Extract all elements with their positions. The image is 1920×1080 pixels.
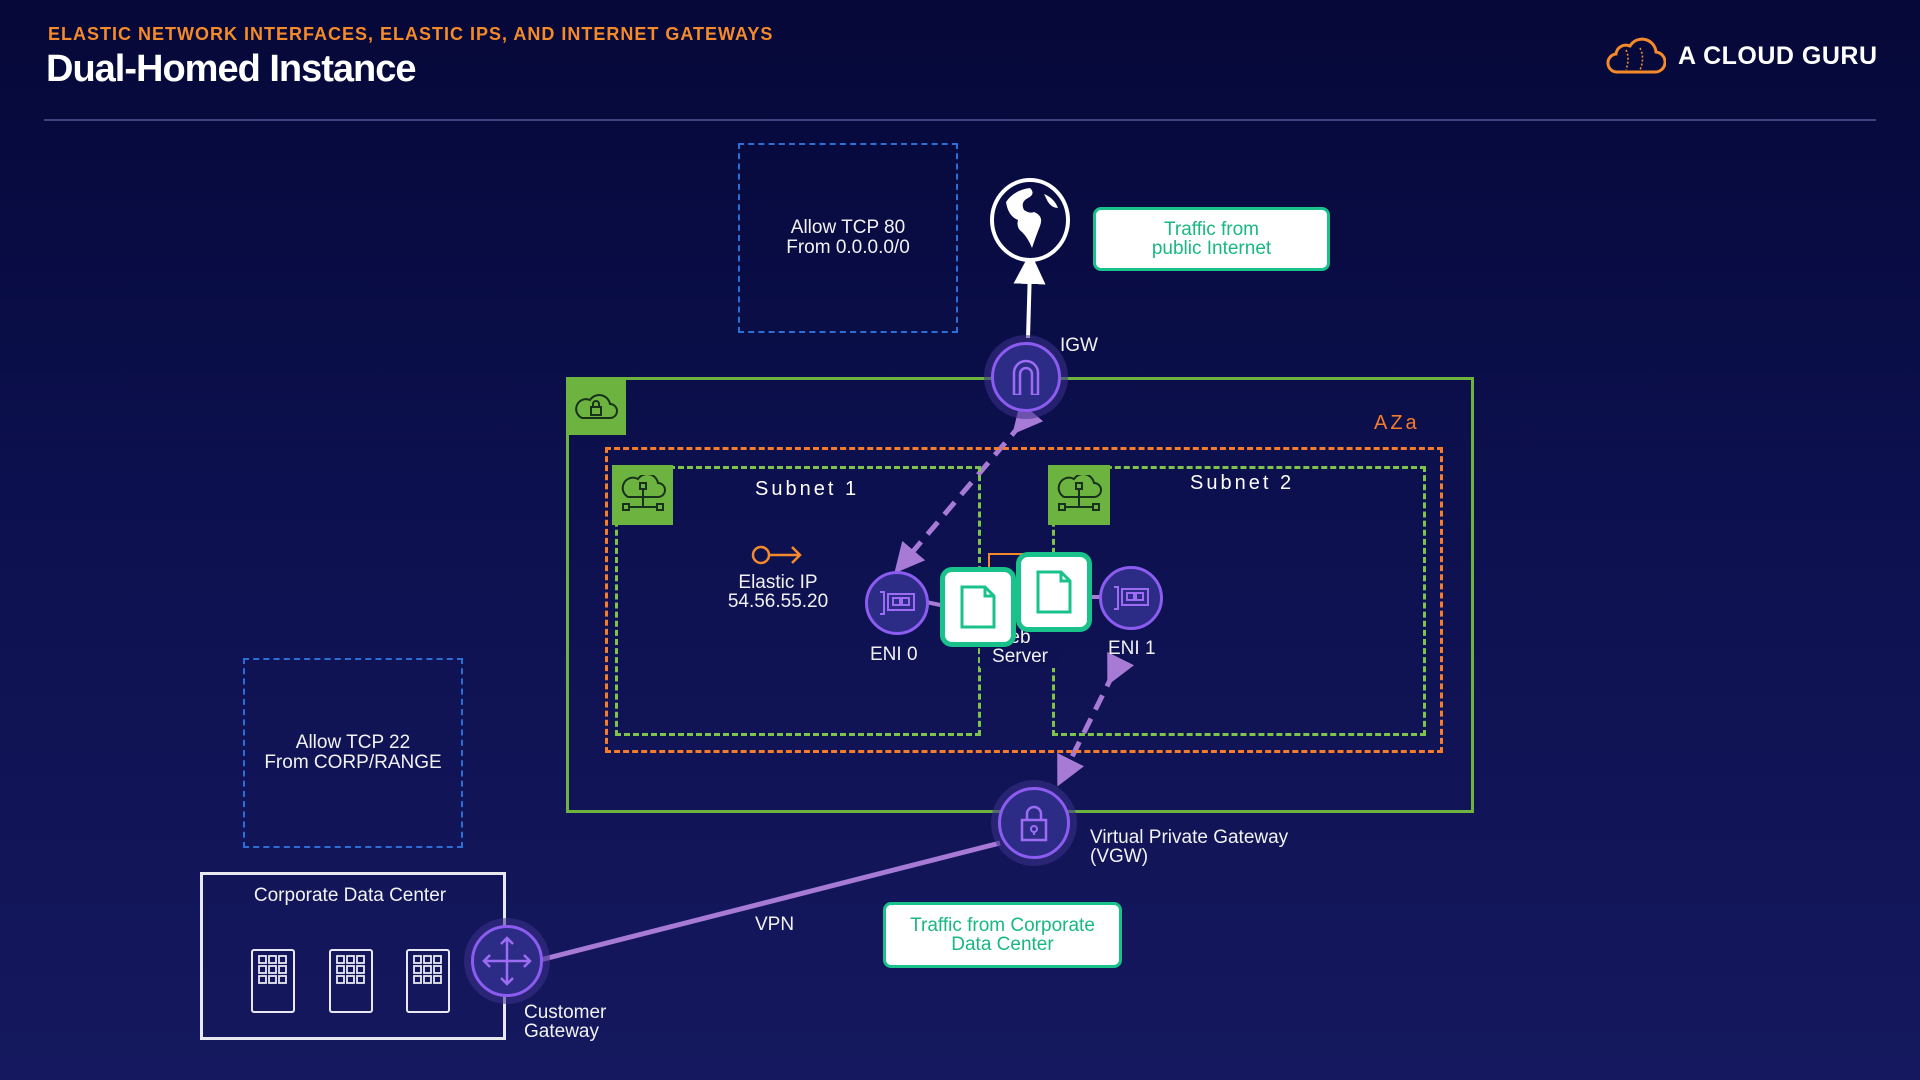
callout-corp-line1: Traffic from Corporate [910,915,1095,936]
office-building-icons [251,949,450,1013]
router-arrows-icon [482,936,532,986]
globe-icon [990,178,1070,262]
virtual-private-gateway[interactable] [998,787,1070,859]
cloud-network-icon [621,475,666,511]
callout-internet-line2: public Internet [1151,238,1272,259]
callout-corporate-traffic: Traffic from Corporate Data Center [883,902,1122,968]
availability-zone [605,447,1443,753]
sg-web-rule: Allow TCP 80 [790,217,906,238]
document-icon [960,585,996,629]
callout-internet-traffic: Traffic from public Internet [1093,207,1330,271]
vgw-eni1-flow-arrow [1057,651,1135,787]
section-subtitle: ELASTIC NETWORK INTERFACES, ELASTIC IPS,… [48,24,774,44]
elastic-ip-label: Elastic IP [738,572,818,593]
elastic-ip-address: 54.56.55.20 [727,591,829,612]
lock-icon [1020,805,1048,842]
eni-1[interactable] [1099,566,1163,630]
subnet-1-icon [612,465,673,525]
cloud-network-icon [1057,475,1102,511]
header-divider [44,119,1876,121]
eni-0-label: ENI 0 [870,644,918,665]
key-icon [751,545,802,565]
subnet-2-icon [1048,465,1110,525]
brand-logo: A CLOUD GURU [1604,36,1878,76]
page-title: Dual-Homed Instance [46,48,417,90]
vpn-connection-line [539,840,1001,963]
web-server-document-1[interactable] [940,567,1016,647]
web-server-document-2[interactable] [1016,552,1092,632]
web-server-line2: Server [992,646,1048,667]
network-card-icon [1114,586,1149,610]
cgw-label: Customer Gateway [524,1003,606,1041]
subnet-1-label: Subnet 1 [755,478,860,500]
vgw-label: Virtual Private Gateway (VGW) [1090,828,1288,866]
callout-corp-line2: Data Center [951,934,1054,955]
security-group-web: Allow TCP 80 From 0.0.0.0/0 [738,143,958,333]
vgw-label-line1: Virtual Private Gateway [1090,827,1289,848]
sg-ssh-rule: Allow TCP 22 [295,732,411,753]
igw-eni0-flow-arrow [894,401,1044,574]
eni-0[interactable] [865,571,929,635]
building-icon [329,949,373,1013]
vpc-icon [566,377,626,435]
cgw-label-line2: Gateway [524,1021,599,1042]
network-card-icon [880,591,915,615]
corp-dc-label: Corporate Data Center [253,885,447,906]
subnet-2-label: Subnet 2 [1190,472,1295,494]
igw-label: IGW [1060,335,1098,356]
callout-internet-line1: Traffic from [1163,219,1259,240]
document-icon [1036,570,1072,614]
customer-gateway[interactable] [471,925,543,997]
building-icon [251,949,295,1013]
sg-web-source: From 0.0.0.0/0 [786,237,910,258]
gateway-arch-icon [1012,359,1040,395]
cloud-logo-icon [1606,37,1666,74]
igw-to-internet-arrow [1013,252,1046,339]
vpn-label: VPN [755,914,795,935]
security-group-ssh: Allow TCP 22 From CORP/RANGE [243,658,463,848]
cloud-lock-icon [575,394,618,419]
sg-ssh-source: From CORP/RANGE [264,752,442,773]
elastic-ip: Elastic IP 54.56.55.20 [718,573,838,611]
vgw-label-line2: (VGW) [1090,846,1149,867]
eni-1-label: ENI 1 [1108,638,1156,659]
brand-name: A CLOUD GURU [1678,41,1878,70]
cgw-label-line1: Customer [524,1002,607,1023]
building-icon [406,949,450,1013]
internet-gateway[interactable] [991,342,1061,412]
az-label: AZa [1374,412,1420,434]
